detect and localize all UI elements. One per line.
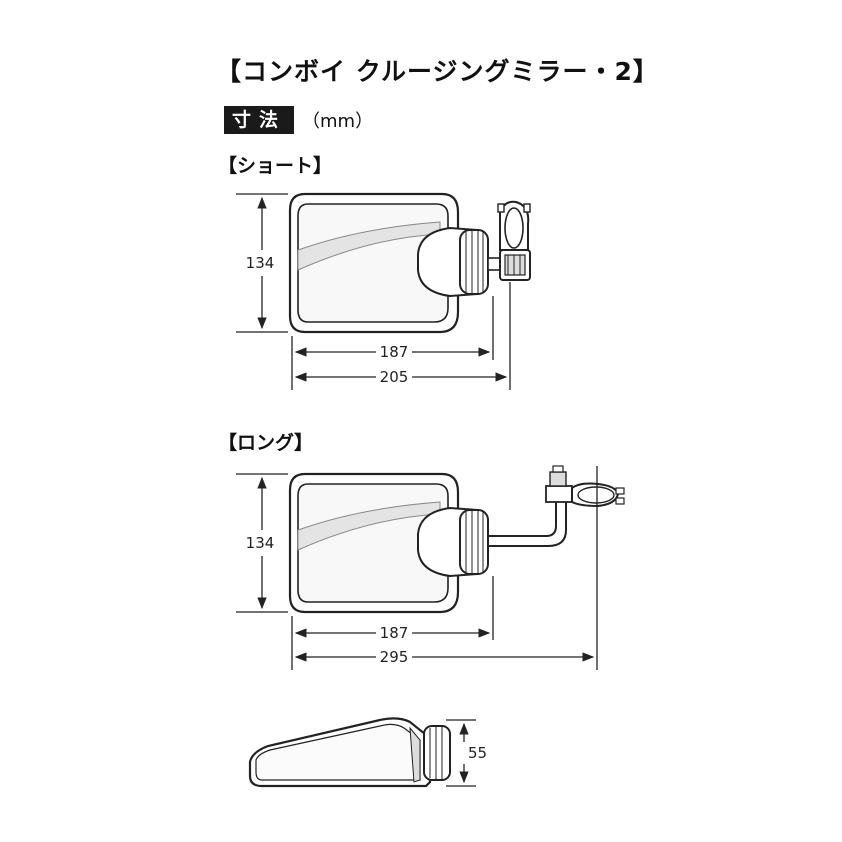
short-dimension-lines — [236, 193, 511, 390]
long-mirror-width-value: 187 — [380, 624, 409, 642]
side-dimension-lines — [446, 719, 476, 787]
short-section-label: 【ショート】 — [218, 155, 333, 177]
long-height-value: 134 — [246, 534, 275, 552]
long-total-width-value: 295 — [380, 648, 409, 666]
short-mirror-width-value: 187 — [380, 343, 409, 361]
short-height-value: 134 — [246, 254, 275, 272]
dimensions-unit: （mm） — [302, 111, 374, 132]
short-total-width-value: 205 — [380, 368, 409, 386]
page-title: 【コンボイ クルージングミラー・2】 — [216, 57, 659, 86]
short-mirror-drawing — [288, 192, 531, 334]
long-mirror-drawing — [288, 465, 625, 614]
side-depth-value: 55 — [468, 744, 487, 762]
long-dimension-lines — [236, 466, 598, 670]
side-view-drawing — [248, 717, 451, 788]
long-section-label: 【ロング】 — [218, 432, 314, 454]
dimensions-header: 寸法 （mm） — [224, 106, 373, 134]
dimensions-badge: 寸法 — [224, 106, 295, 134]
